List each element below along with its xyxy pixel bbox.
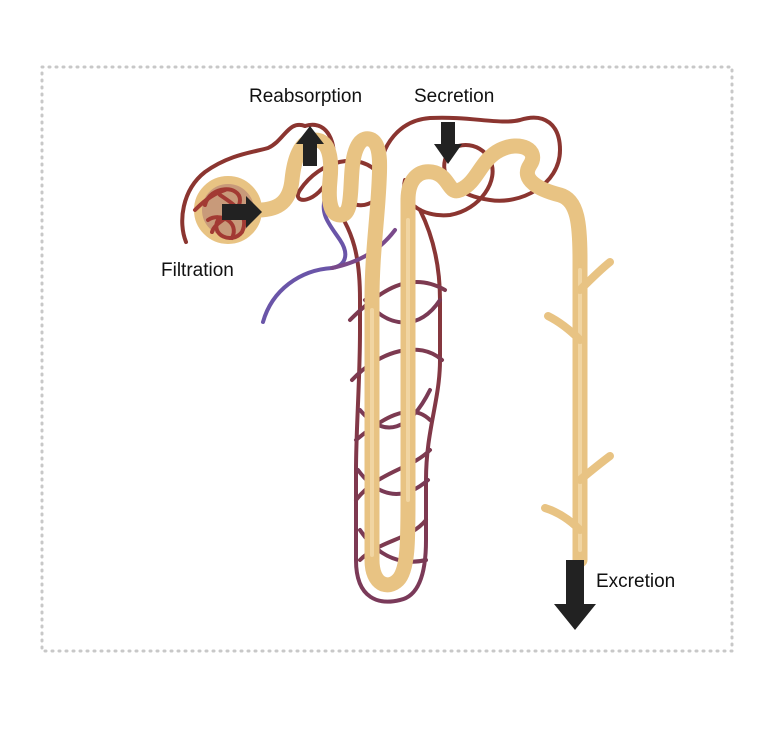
tubule-highlight xyxy=(370,218,582,557)
filtration-label: Filtration xyxy=(161,260,234,281)
distal-convoluted-tubule xyxy=(400,138,588,568)
secretion-arrow-icon xyxy=(434,122,462,164)
excretion-label: Excretion xyxy=(596,571,676,592)
vasa-recta-crossings-1 xyxy=(348,279,447,562)
collecting-duct-branches xyxy=(541,258,614,534)
venule xyxy=(261,196,348,324)
afferent-arteriole xyxy=(180,122,307,244)
secretion-label: Secretion xyxy=(414,86,495,107)
process-arrows xyxy=(222,122,596,630)
reabsorption-label: Reabsorption xyxy=(249,86,363,107)
nephron-tubule xyxy=(193,131,614,593)
proximal-convoluted-tubule xyxy=(250,131,416,593)
dct-capillary-loop xyxy=(378,115,563,218)
filtration-arrow-icon xyxy=(222,196,262,228)
excretion-arrow-icon xyxy=(554,560,596,630)
reabsorption-arrow-icon xyxy=(296,126,324,166)
diagram-frame xyxy=(40,65,734,653)
